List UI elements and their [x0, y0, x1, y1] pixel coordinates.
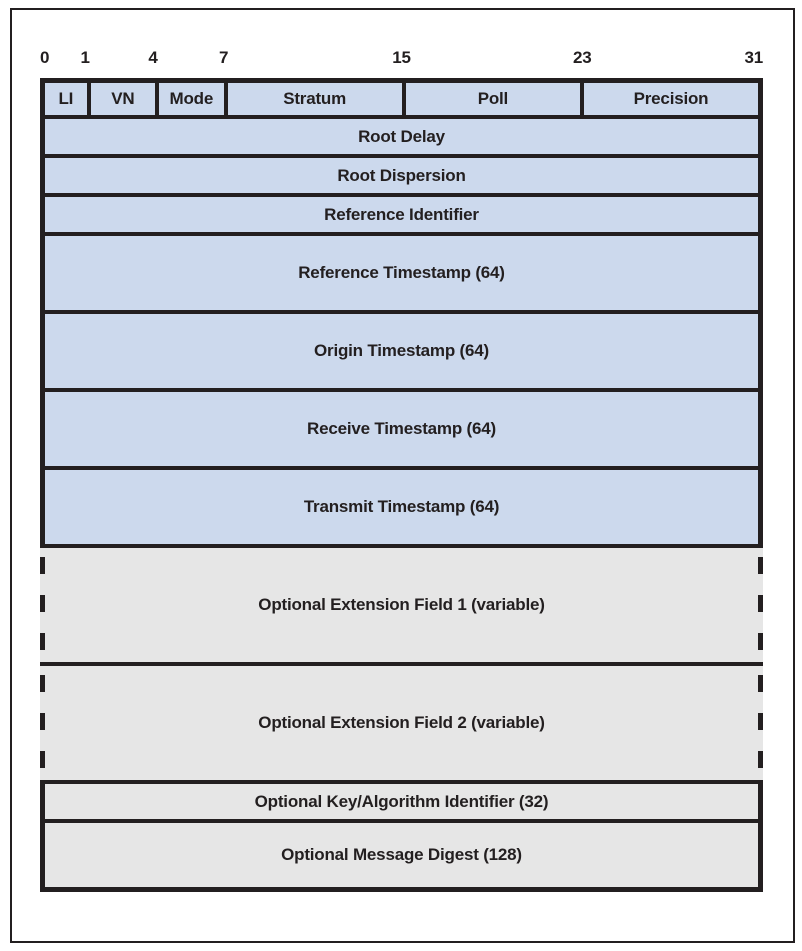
- field-li: LI: [45, 83, 91, 115]
- bit-label-1: 1: [80, 48, 90, 67]
- row-reference-identifier: Reference Identifier: [40, 193, 763, 232]
- bit-scale: 0 1 4 7 15 23 31: [40, 48, 763, 72]
- field-mode: Mode: [159, 83, 228, 115]
- bit-label-0: 0: [40, 48, 50, 67]
- field-stratum: Stratum: [228, 83, 406, 115]
- row-extension-field-2: Optional Extension Field 2 (variable): [40, 662, 763, 780]
- row-transmit-timestamp: Transmit Timestamp (64): [40, 466, 763, 544]
- row-extension-field-1: Optional Extension Field 1 (variable): [40, 544, 763, 662]
- row-receive-timestamp: Receive Timestamp (64): [40, 388, 763, 466]
- bit-label-4: 4: [148, 48, 158, 67]
- row-key-algorithm-id: Optional Key/Algorithm Identifier (32): [40, 780, 763, 819]
- bit-label-31: 31: [744, 48, 763, 67]
- field-vn: VN: [91, 83, 160, 115]
- field-precision: Precision: [633, 89, 709, 108]
- row-first-word: LI VN Mode Stratum Poll Precision: [40, 78, 763, 115]
- row-root-dispersion: Root Dispersion: [40, 154, 763, 193]
- bit-label-15: 15: [392, 48, 411, 67]
- packet-table: LI VN Mode Stratum Poll Precision Root D…: [40, 78, 763, 892]
- row-root-delay: Root Delay: [40, 115, 763, 154]
- row-reference-timestamp: Reference Timestamp (64): [40, 232, 763, 310]
- row-origin-timestamp: Origin Timestamp (64): [40, 310, 763, 388]
- bit-label-23: 23: [572, 48, 592, 67]
- field-poll: Poll: [406, 83, 584, 115]
- bit-label-7: 7: [219, 48, 229, 67]
- row-message-digest: Optional Message Digest (128): [40, 819, 763, 892]
